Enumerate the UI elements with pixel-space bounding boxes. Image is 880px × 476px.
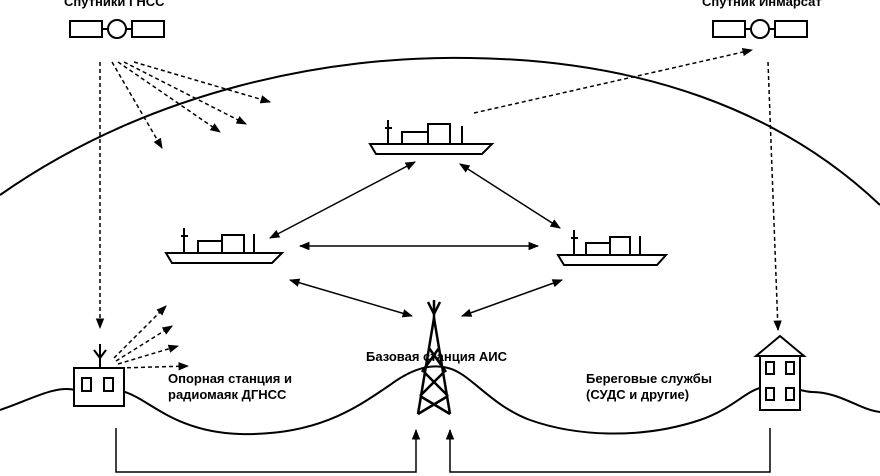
gnss-satellite-icon (69, 19, 165, 39)
ground-network-lines (115, 428, 771, 473)
dgnss-broadcast-lines (113, 305, 190, 371)
ship-right-icon (556, 230, 669, 266)
reference-station-label-line2: радиомаяк ДГНСС (168, 387, 287, 402)
ais-tower-icon (416, 300, 452, 416)
coastal-services-label-line1: Береговые службы (586, 371, 712, 386)
inmarsat-satellite-label: Спутник Инмарсат (702, 0, 822, 9)
gnss-satellites-label: Спутники ГНСС (64, 0, 165, 9)
gnss-signal-lines (95, 61, 272, 330)
ais-links (269, 161, 563, 318)
ais-base-station-label: Базовая станция АИС (366, 349, 508, 364)
reference-station-icon (73, 344, 125, 407)
coastal-services-label-line2: (СУДС и другие) (586, 387, 690, 402)
coastal-services-building-icon (753, 334, 807, 411)
inmarsat-satellite-icon (712, 19, 808, 39)
ship-top-icon (368, 120, 495, 155)
inmarsat-signal-lines (473, 47, 782, 332)
reference-station-label-line1: Опорная станция и (168, 371, 292, 386)
ship-left-icon (164, 228, 285, 264)
